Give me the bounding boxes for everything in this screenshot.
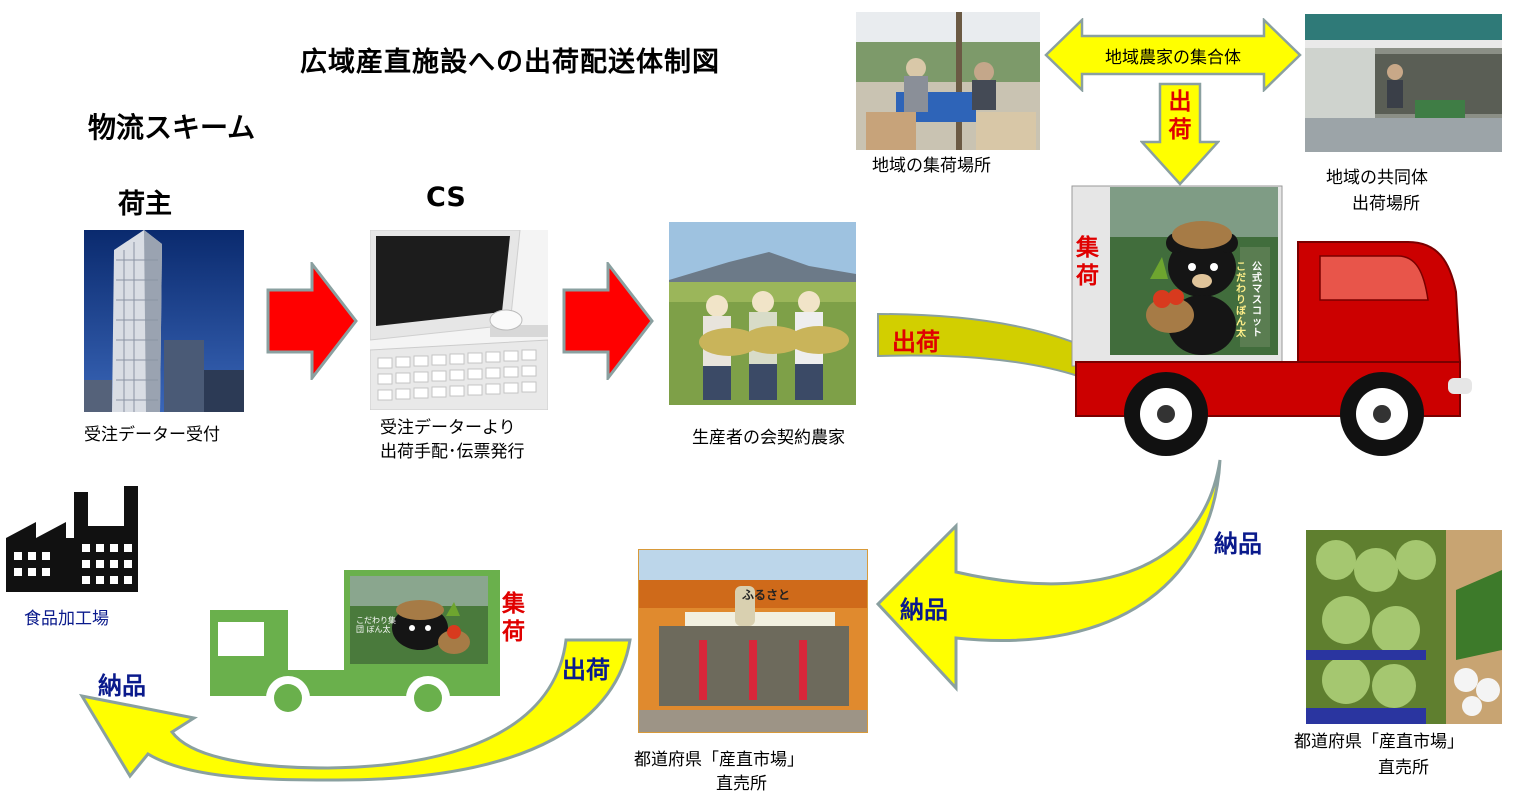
collection-site-caption: 地域の集荷場所 <box>872 156 991 176</box>
ship-to-truck-label: 出荷 <box>892 328 940 356</box>
cs-caption-line2: 出荷手配･伝票発行 <box>380 442 525 462</box>
mascot-text-2: こだわりぼん太 <box>1236 262 1246 339</box>
truck-mascot-panel <box>1110 187 1278 355</box>
scheme-subtitle: 物流スキーム <box>88 111 256 144</box>
deliver-to-factory-arrow <box>78 638 632 782</box>
market-caption-line2: 直売所 <box>716 774 767 794</box>
cs-header: CS <box>426 182 466 213</box>
shipper-header: 荷主 <box>118 189 172 220</box>
office-building-image <box>84 230 244 412</box>
market2-caption-line2: 直売所 <box>1378 758 1429 778</box>
small-truck-collect-label: 集荷 <box>502 591 525 645</box>
deliver-to-market-arrow <box>875 459 1222 692</box>
deliver-right-label: 納品 <box>1214 530 1262 558</box>
market2-caption-line1: 都道府県「産直市場」 <box>1294 732 1464 752</box>
computer-image <box>370 230 548 410</box>
farmer-group-double-arrow <box>1044 18 1302 92</box>
truck-collect-label: 集荷 <box>1076 235 1099 289</box>
flow-arrow-red-1 <box>266 262 358 380</box>
farmer-group-label: 地域農家の集合体 <box>1105 48 1241 68</box>
market-store-image <box>638 549 868 733</box>
farmers-caption: 生産者の会契約農家 <box>692 428 845 448</box>
factory-icon <box>6 486 138 592</box>
coop-caption-line2: 出荷場所 <box>1352 194 1420 214</box>
produce-shelf-image <box>1306 530 1502 724</box>
mascot-text-1: 公式マスコット <box>1252 262 1262 339</box>
collection-site-image <box>856 12 1040 150</box>
ship-small-label: 出荷 <box>562 656 610 684</box>
deliver-left-label: 納品 <box>900 596 948 624</box>
flow-arrow-red-2 <box>562 262 654 380</box>
store-sign: ふるさと <box>742 588 791 602</box>
small-truck-sign: こだわり集団 ぼん太 <box>356 616 396 634</box>
diagram-title: 広域産直施設への出荷配送体制図 <box>300 47 720 78</box>
market-caption-line1: 都道府県「産直市場」 <box>634 750 804 770</box>
small-truck-mascot-panel <box>350 576 488 664</box>
ship-down-label: 出荷 <box>1168 89 1192 143</box>
deliver-factory-label: 納品 <box>98 672 146 700</box>
ship-down-arrow <box>1140 82 1220 186</box>
cs-caption-line1: 受注データーより <box>380 418 516 438</box>
order-receipt-caption: 受注データー受付 <box>84 425 220 445</box>
factory-caption: 食品加工場 <box>24 609 109 629</box>
farmers-image <box>669 222 856 405</box>
coop-caption-line1: 地域の共同体 <box>1326 168 1428 188</box>
coop-shipping-image <box>1305 14 1502 152</box>
